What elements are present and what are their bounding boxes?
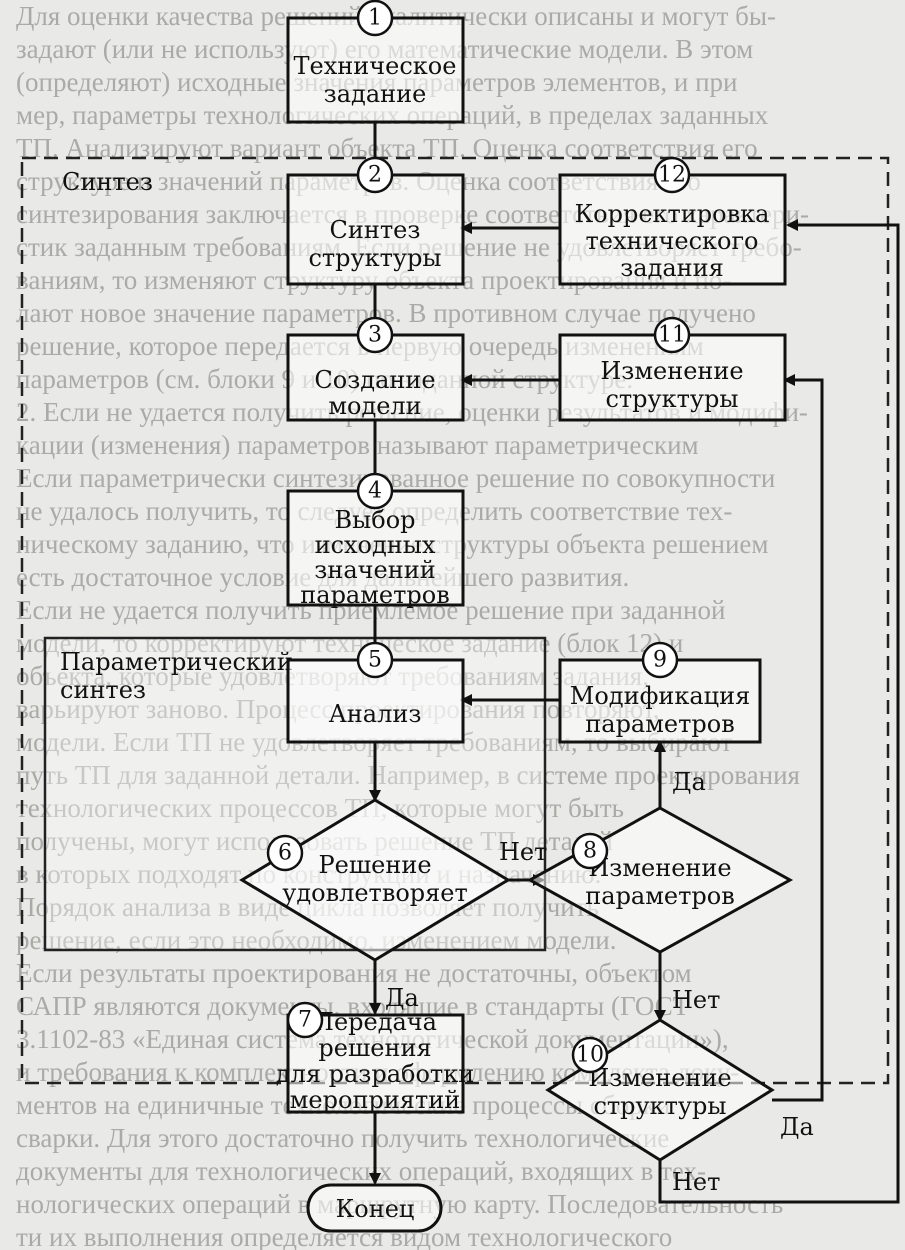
parametric-frame-label-line2: синтез: [60, 676, 146, 704]
node-6-line-2: удовлетворяет: [282, 879, 468, 907]
node-5-line-1: Анализ: [329, 700, 422, 728]
node-10-line-2: структуры: [593, 1092, 726, 1120]
node-4-line-1: Выбор: [335, 506, 416, 534]
node-8-line-1: Изменение: [588, 854, 731, 882]
node-12-number: 12: [658, 163, 686, 188]
node-12-correct-technical-task: Корректировка технического задания 12: [558, 156, 787, 286]
node-9-number: 9: [653, 648, 667, 673]
node-1-line-1: Техническое: [294, 52, 457, 80]
node-10-change-structure-decision: Изменение структуры 10: [545, 1018, 775, 1162]
node-8-line-2: параметров: [585, 882, 734, 910]
edge-label-yes-6-7: Да: [385, 984, 419, 1012]
node-11-line-2: структуры: [605, 385, 738, 413]
node-6-line-1: Решение: [318, 851, 431, 879]
node-12-line-3: задания: [620, 254, 724, 282]
node-7-transfer-solution: Передача решения для разработки мероприя…: [276, 1001, 474, 1114]
background-text-line: Если результаты проектирования не достат…: [16, 958, 692, 988]
node-6-decision-satisfies: Решение удовлетворяет 6: [239, 798, 511, 962]
node-7-line-2: решения: [318, 1034, 431, 1062]
node-4-number: 4: [368, 479, 382, 504]
node-4-line-2: исходных: [315, 531, 436, 559]
node-8-change-parameters-decision: Изменение параметров 8: [526, 806, 794, 954]
node-9-parameter-modification: Модификация параметров 9: [558, 641, 762, 744]
node-9-line-1: Модификация: [570, 682, 750, 710]
edge-label-no-10-12: Нет: [672, 1168, 720, 1196]
node-2-structure-synthesis: Синтез структуры 2: [286, 156, 465, 286]
background-text-line: сварки. Для этого достаточно получить те…: [16, 1123, 670, 1153]
background-text-line: путь ТП для заданной детали. Например, в…: [16, 760, 800, 790]
node-end-label: Конец: [336, 1195, 415, 1223]
node-10-number: 10: [576, 1043, 604, 1068]
node-7-line-1: Передача: [313, 1008, 437, 1036]
node-4-line-4: параметров: [300, 581, 449, 609]
parametric-frame-label-line1: Параметрический: [60, 648, 293, 676]
node-4-line-3: значений: [314, 556, 435, 584]
node-6-number: 6: [278, 841, 292, 866]
edge-label-yes-10-11: Да: [780, 1113, 814, 1141]
background-text-line: кации (изменения) параметров называют па…: [16, 430, 699, 460]
edge-10-12: [658, 219, 900, 1204]
node-5-analysis: Анализ 5: [286, 641, 465, 744]
node-7-line-4: мероприятий: [290, 1086, 460, 1114]
node-8-number: 8: [583, 839, 597, 864]
node-3-line-1: Создание: [314, 366, 435, 394]
node-12-line-1: Корректировка: [575, 200, 770, 228]
background-text-line: Если параметрически синтезированное реше…: [16, 463, 776, 493]
node-3-number: 3: [368, 323, 382, 348]
node-5-number: 5: [368, 648, 382, 673]
edge-10-11: [772, 374, 824, 1102]
node-2-line-1: Синтез: [330, 216, 421, 244]
node-11-number: 11: [658, 323, 686, 348]
node-1-technical-task: Техническое задание 1: [286, 0, 465, 124]
node-end: Конец: [306, 1183, 443, 1233]
node-11-line-1: Изменение: [600, 357, 743, 385]
synthesis-frame-label: Синтез: [62, 168, 153, 196]
background-text-line: модели, то корректируют техническое зада…: [16, 628, 684, 658]
background-text-line: документы для технологических операций, …: [16, 1156, 707, 1186]
node-4-initial-values: Выбор исходных значений параметров 4: [286, 472, 465, 609]
edge-label-yes-8-9: Да: [672, 768, 706, 796]
background-text-line: технологических процессов ТП, которые мо…: [16, 793, 624, 823]
node-1-number: 1: [368, 6, 382, 31]
node-2-number: 2: [368, 163, 382, 188]
node-10-line-1: Изменение: [588, 1064, 731, 1092]
node-1-line-2: задание: [324, 80, 427, 108]
edge-label-no-6-8: Нет: [499, 838, 547, 866]
node-7-line-3: для разработки: [276, 1060, 474, 1088]
node-3-model-creation: Создание модели 3: [286, 316, 465, 422]
node-12-line-2: технического: [586, 227, 759, 255]
node-11-change-structure: Изменение структуры 11: [558, 316, 787, 422]
node-9-line-2: параметров: [585, 710, 734, 738]
edge-label-no-8-10: Нет: [672, 986, 720, 1014]
node-7-number: 7: [298, 1008, 312, 1033]
node-2-line-2: структуры: [308, 244, 441, 272]
node-3-line-2: модели: [328, 392, 421, 420]
